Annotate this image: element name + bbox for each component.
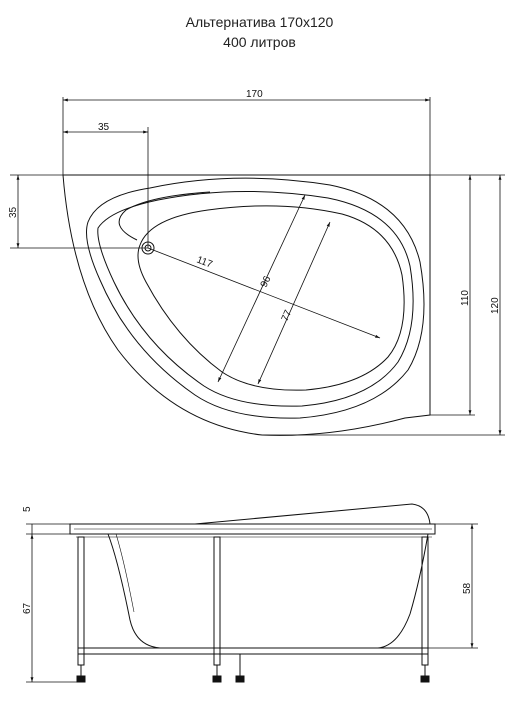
bowl-outline [137,205,405,391]
dim-label-170: 170 [246,89,263,100]
dim-label-117: 117 [195,255,214,271]
bowl-inner-ridge [118,191,211,241]
dim-label-110: 110 [460,290,471,306]
rim-outline [86,177,425,419]
plan-dimension-labels: 170 35 35 117 96 77 110 120 [8,89,501,323]
diagram-subtitle: 400 литров [223,34,296,50]
dim-label-5: 5 [22,506,33,512]
side-dimension-labels: 5 67 58 [22,506,473,614]
dim-label-120: 120 [490,297,501,314]
dim-label-67: 67 [22,602,33,614]
rim-outline-side [69,523,436,535]
foot-pad [212,675,222,683]
rim-inner-line [97,191,414,407]
plan-view [62,174,431,436]
bowl-side-outline [107,533,429,649]
outer-shell-outline [62,174,431,436]
frame-leg [213,536,221,666]
diagram-title: Альтернатива 170х120 [185,14,334,30]
frame-bottom-bar [77,647,429,655]
dim-label-35-vertical: 35 [8,206,19,218]
dim-label-58: 58 [462,582,473,594]
foot-pad [420,675,430,683]
side-dimensions [26,523,478,683]
dim-label-35-horizontal: 35 [98,122,110,133]
dim-label-77: 77 [280,308,295,323]
frame-leg [421,536,429,666]
headrest-outline [194,503,431,525]
plan-dimensions [10,97,505,436]
dim-label-96: 96 [259,274,274,289]
foot-pad [76,675,86,683]
side-view [69,503,436,683]
foot-pad [235,675,245,683]
frame-leg [77,536,85,666]
